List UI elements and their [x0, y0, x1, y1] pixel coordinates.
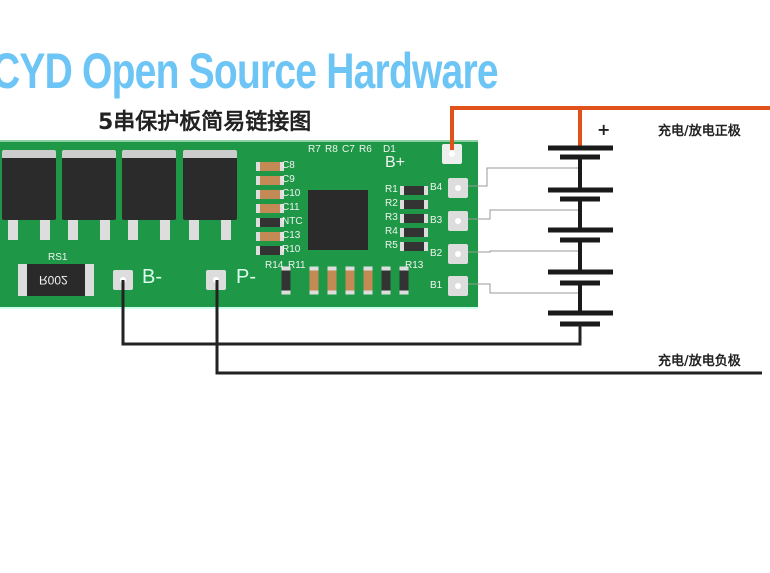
p-minus-label: P-: [236, 266, 256, 288]
rs1-label: RS1: [48, 252, 68, 263]
b-minus-label: B-: [142, 266, 162, 288]
protection-board: RS1 R002 B- P- C8 C9 C10 C11 NTC C13 R10…: [0, 140, 478, 309]
b-plus-pad[interactable]: [442, 144, 462, 164]
b2-pad[interactable]: [448, 244, 468, 264]
b3-pad[interactable]: [448, 211, 468, 231]
b1-pad[interactable]: [448, 276, 468, 296]
protection-ic: [308, 190, 368, 250]
mosfet: [62, 150, 116, 220]
plus-sign: +: [597, 120, 611, 139]
positive-wire: [450, 106, 770, 150]
mosfet: [2, 150, 56, 220]
mosfet: [183, 150, 237, 220]
diagram-title: 5串保护板简易链接图: [98, 110, 312, 135]
negative-terminal-label: 充电/放电负极: [658, 354, 741, 369]
mosfet: [122, 150, 176, 220]
shunt-resistor: R002: [18, 264, 94, 296]
balance-wires: [468, 167, 580, 294]
b-plus-label: B+: [385, 154, 406, 171]
negative-wire: [121, 280, 762, 375]
b4-pad[interactable]: [448, 178, 468, 198]
battery-pack: [548, 145, 613, 327]
positive-terminal-label: 充电/放电正极: [658, 124, 741, 139]
watermark: CYD Open Source Hardware: [0, 43, 499, 99]
